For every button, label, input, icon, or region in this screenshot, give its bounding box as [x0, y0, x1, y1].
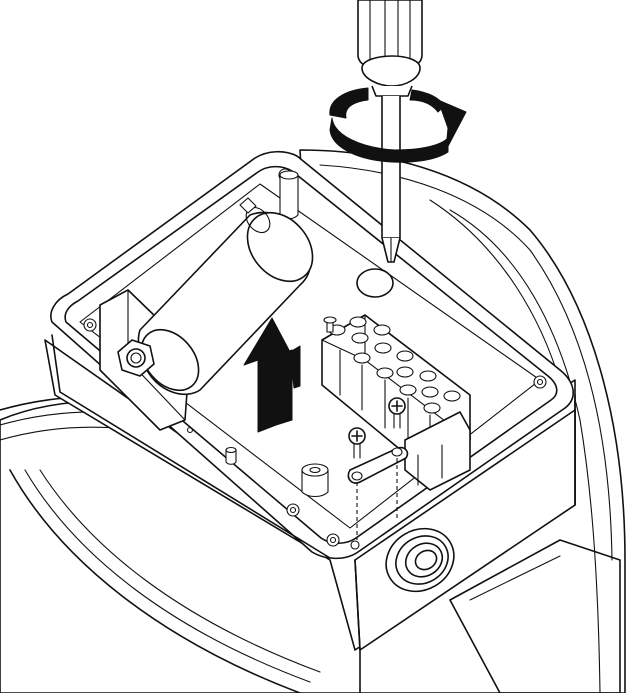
front-housing-dome [0, 395, 361, 693]
screwdriver [357, 0, 423, 263]
direction-arrow [243, 317, 301, 433]
earth-screws [348, 397, 406, 459]
small-screw [323, 316, 337, 333]
corner-screw-holes [83, 168, 547, 550]
capacitor [99, 197, 314, 431]
cable-gland [385, 527, 455, 593]
terminal-block [321, 314, 471, 540]
rotation-arrow [329, 87, 467, 163]
